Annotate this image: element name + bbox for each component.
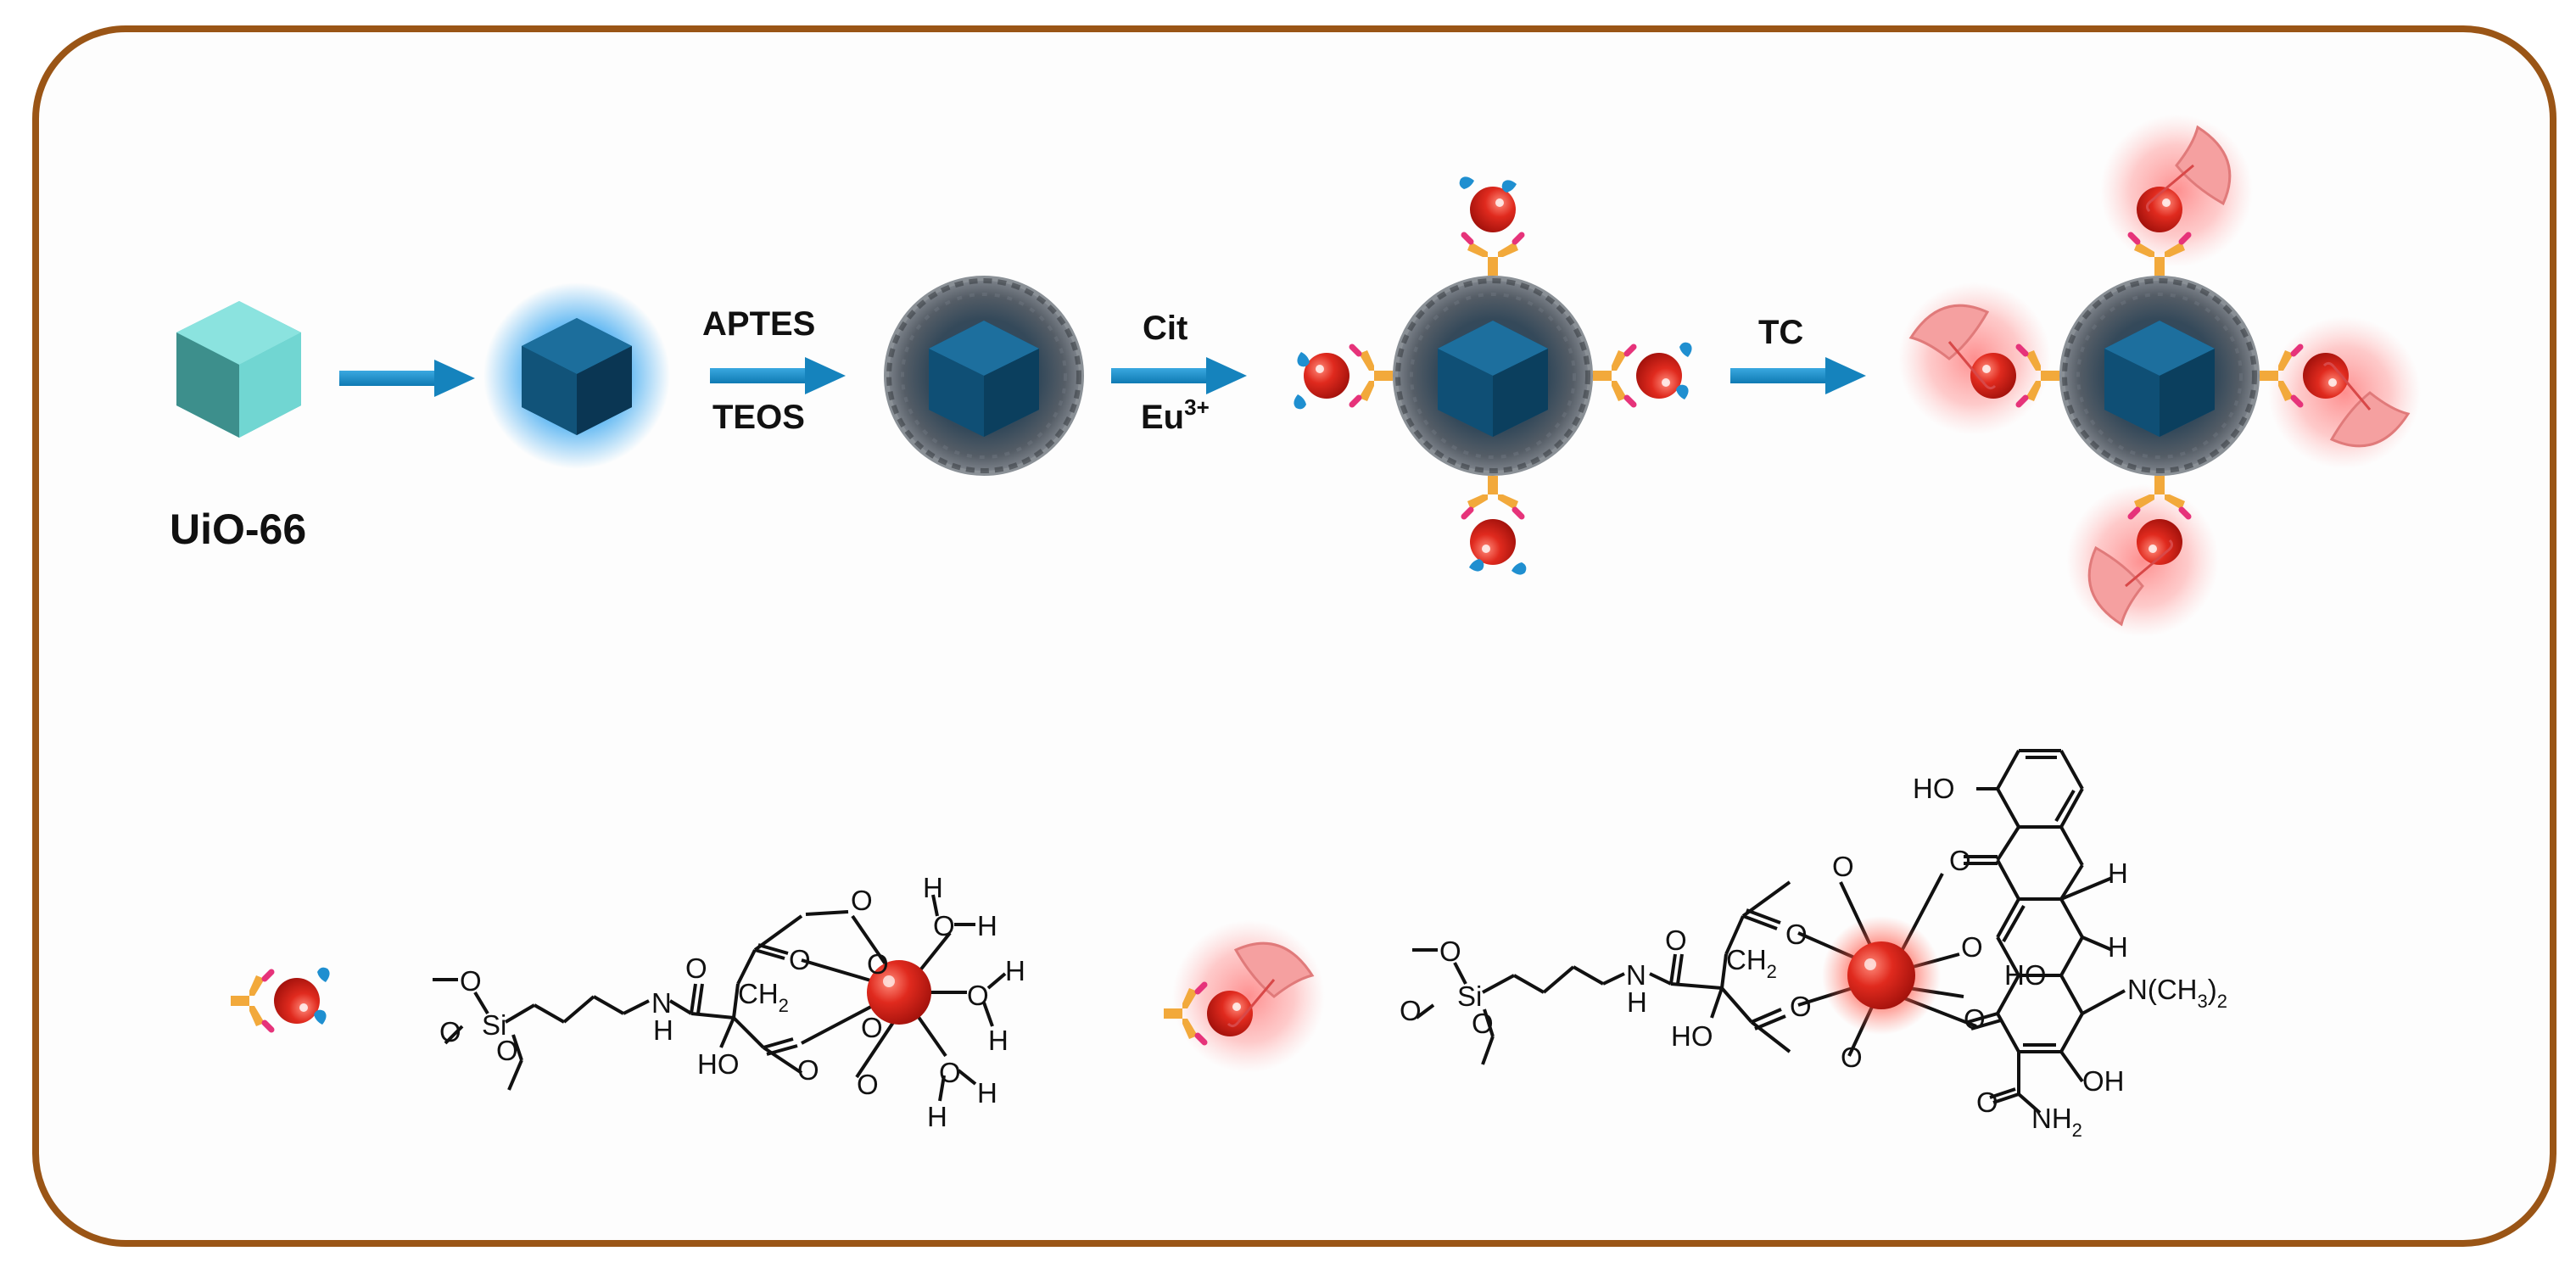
label-eu3plus: Eu3+ (1141, 394, 1210, 436)
chem-right-tc-oh: OH (2082, 1065, 2125, 1097)
chem-left-nh: H (653, 1014, 673, 1046)
chem-left-n: N (651, 987, 672, 1019)
tc-bound-particle (1898, 115, 2421, 637)
chem-left-o4: O (789, 944, 811, 975)
chem-right-si: Si (1457, 980, 1483, 1012)
chem-left-o7: O (861, 1012, 883, 1043)
chem-left-h6: H (927, 1101, 947, 1132)
chem-right-o2: O (1400, 995, 1422, 1026)
chem-right-ho: HO (1671, 1020, 1713, 1052)
uio66-cube (176, 301, 301, 438)
chem-left-o3: O (496, 1035, 518, 1066)
arrow-step2 (710, 357, 846, 394)
arrow-step1 (339, 360, 475, 397)
chem-left-o8: O (797, 1054, 819, 1086)
legend-eu-tc-unit (1164, 920, 1325, 1073)
chem-right-tc-ho2: HO (2004, 959, 2047, 991)
chem-right-tc-ho1: HO (1913, 773, 1955, 804)
chem-left-ho: HO (697, 1048, 740, 1080)
arrow-step4 (1730, 357, 1866, 394)
chem-right-nh: H (1627, 986, 1647, 1018)
chem-left-o6: O (867, 948, 889, 980)
chem-left-h5: H (977, 1077, 997, 1109)
label-aptes: APTES (702, 305, 816, 343)
chem-right-nme2: N(CH3)2 (2127, 974, 2227, 1012)
chem-right-tc-o3: O (1964, 1003, 1986, 1035)
chem-right-o6: O (1790, 991, 1812, 1022)
eu-functionalized-particle (1294, 176, 1691, 574)
chem-left-o1: O (460, 965, 482, 997)
chem-right-ch2: CH2 (1726, 944, 1777, 982)
chem-left-wo2: O (967, 980, 989, 1011)
chem-right-tc-h1: H (2108, 857, 2128, 889)
chem-left-ch2: CH2 (738, 978, 789, 1016)
chem-right-tc-h2: H (2108, 931, 2128, 963)
chem-right-o3: O (1472, 1008, 1494, 1039)
chem-right-o1: O (1439, 936, 1461, 967)
chem-left-h3: H (1005, 955, 1025, 986)
eu-ion-left (867, 960, 931, 1025)
chem-right-tc-o1: O (1949, 845, 1971, 876)
chem-left-wo3: O (939, 1057, 961, 1088)
chem-left-wo1: O (933, 910, 955, 941)
chem-right-o7: O (1841, 1042, 1863, 1073)
label-cit: Cit (1143, 310, 1188, 347)
label-uio66: UiO-66 (170, 506, 307, 553)
chem-left-o9: O (857, 1069, 879, 1100)
chem-right-o4: O (1785, 919, 1808, 950)
glowing-cube (483, 282, 670, 469)
chem-left-o5: O (851, 885, 873, 916)
silica-shell-particle (884, 276, 1084, 476)
chem-right-tc-amide-o: O (1976, 1086, 1998, 1118)
chem-left-si: Si (482, 1009, 507, 1041)
chem-right-amide-o: O (1665, 924, 1687, 956)
chem-left-h1: H (923, 872, 943, 903)
chem-left-amide-o: O (685, 952, 707, 984)
chem-right-nh2: NH2 (2031, 1103, 2082, 1141)
chem-right-n: N (1626, 959, 1646, 991)
structure-eu-tc-complex (1412, 749, 2126, 1114)
label-teos: TEOS (712, 399, 805, 436)
eu-ion-right (1847, 941, 1915, 1009)
chem-left-o2: O (439, 1016, 461, 1047)
chem-right-tc-o2: O (1961, 931, 1983, 963)
structure-eu-citrate (433, 894, 1007, 1102)
chem-right-o5: O (1832, 851, 1854, 882)
legend-eu-water-unit (231, 968, 330, 1030)
chem-left-h2: H (977, 910, 997, 941)
label-tc: TC (1758, 314, 1804, 351)
chem-left-h4: H (988, 1025, 1009, 1056)
arrow-step3 (1111, 357, 1247, 394)
